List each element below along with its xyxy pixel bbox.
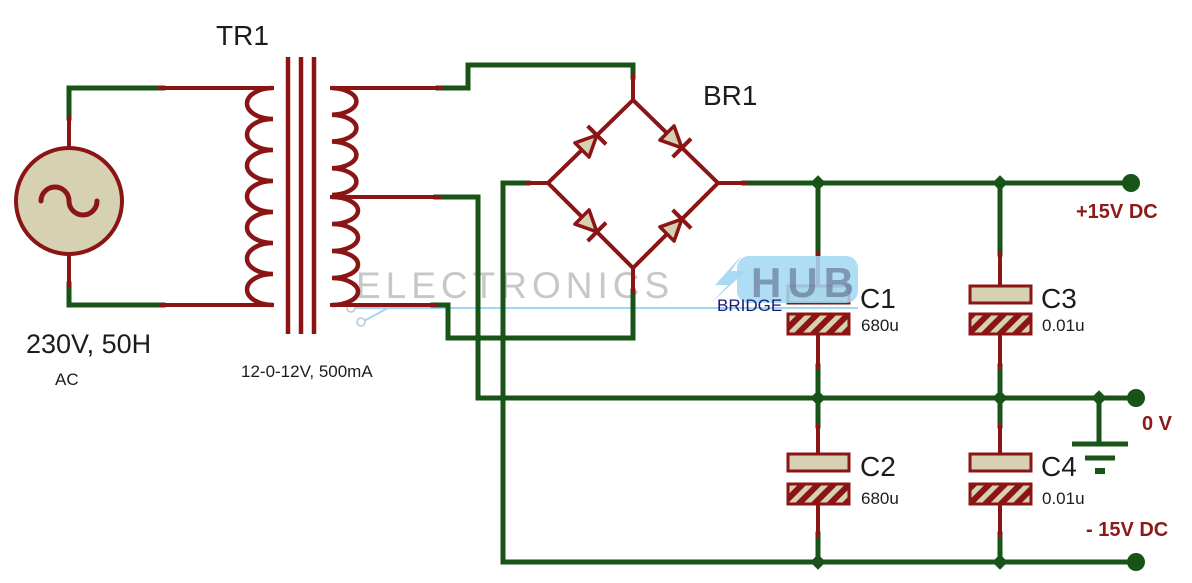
- watermark-brand-text: ELECTRONICS: [356, 265, 675, 306]
- terminal-minus15: [1127, 553, 1145, 571]
- secondary-winding-bottom: [331, 194, 361, 308]
- diode: [573, 208, 608, 243]
- label-source-rating: 230V, 50H: [26, 329, 152, 359]
- wires-red: [67, 74, 1002, 537]
- ground-symbol: [1072, 441, 1128, 474]
- bridge-rectifier-br1: [545, 97, 721, 271]
- label-source-type: AC: [55, 370, 79, 389]
- capacitor-c4: [968, 452, 1033, 506]
- watermark-hub-text: HUB: [751, 259, 860, 306]
- wire-center-tap-0v-rail: [433, 194, 1139, 401]
- label-output-negative: - 15V DC: [1086, 519, 1169, 541]
- label-output-zero: 0 V: [1142, 413, 1173, 435]
- diode: [658, 208, 693, 243]
- diode: [573, 124, 608, 159]
- label-output-positive: +15V DC: [1076, 201, 1158, 223]
- terminal-plus15: [1122, 174, 1140, 192]
- wire-secondary-bottom-to-bridge: [430, 288, 636, 341]
- label-c2-ref: C2: [860, 451, 896, 482]
- capacitor-c2: [786, 452, 851, 506]
- wire-secondary-top-to-bridge: [435, 62, 636, 91]
- watermark-hub-badge: [737, 256, 858, 303]
- label-c4-value: 0.01u: [1042, 489, 1085, 508]
- label-c3-value: 0.01u: [1042, 316, 1085, 335]
- wires-green: [66, 62, 1139, 565]
- terminal-0v: [1127, 389, 1145, 407]
- label-c2-value: 680u: [861, 489, 899, 508]
- terminal-dots: [1122, 174, 1145, 571]
- label-bridge-type: BRIDGE: [717, 296, 783, 315]
- label-bridge-ref: BR1: [703, 80, 758, 111]
- label-c1-ref: C1: [860, 283, 896, 314]
- primary-winding: [244, 85, 274, 308]
- label-transformer-spec: 12-0-12V, 500mA: [241, 362, 373, 381]
- secondary-winding-top: [331, 85, 359, 198]
- transformer-core: [285, 57, 317, 334]
- label-c3-ref: C3: [1041, 283, 1077, 314]
- junction-dots: [810, 175, 1107, 570]
- label-c4-ref: C4: [1041, 451, 1077, 482]
- label-c1-value: 680u: [861, 316, 899, 335]
- transformer-tr1: [244, 57, 361, 334]
- sine-wave-icon: [38, 184, 100, 218]
- diode: [658, 124, 693, 159]
- label-transformer-ref: TR1: [216, 20, 269, 51]
- capacitor-c3: [968, 284, 1033, 336]
- ac-source: [14, 146, 124, 256]
